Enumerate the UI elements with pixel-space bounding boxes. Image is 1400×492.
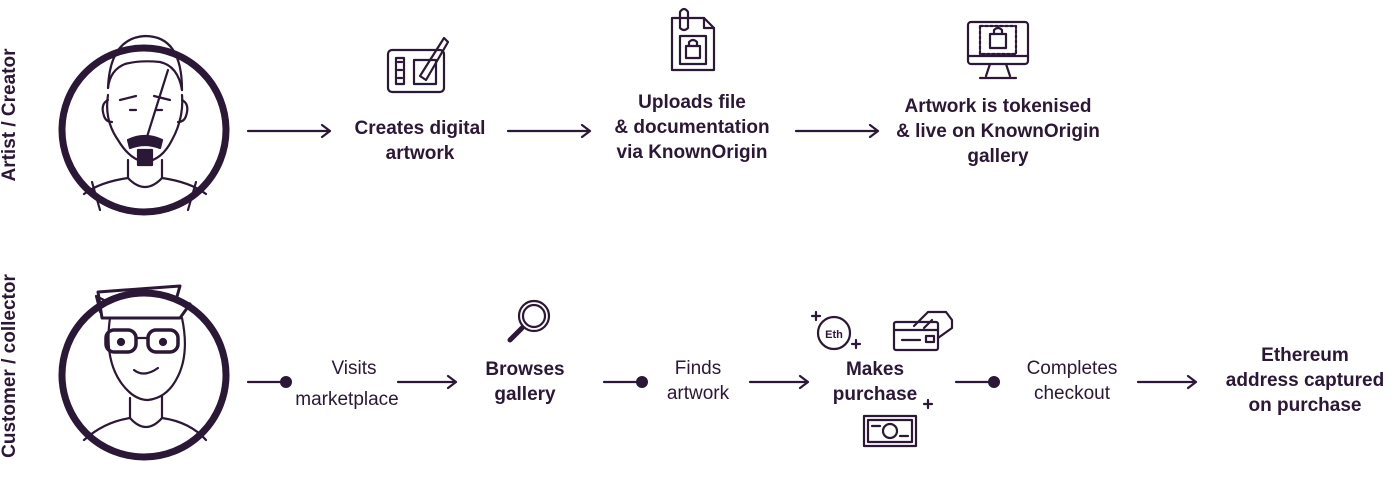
step-uploads-line2: & documentation — [614, 117, 770, 138]
card-hand-icon — [892, 310, 954, 352]
arrow-3 — [794, 123, 880, 139]
eth-coin-icon — [810, 310, 862, 351]
step-visits-marketplace: Visits marketplace — [282, 356, 412, 412]
step-finds-line2: artwork — [666, 383, 730, 404]
step-browses-gallery: Browses gallery — [470, 357, 580, 407]
step-uploads-line1: Uploads file — [638, 92, 746, 113]
dot-visits — [280, 376, 292, 388]
step-token-line2: & live on KnownOrigin — [896, 121, 1100, 142]
arrow-1 — [246, 123, 332, 139]
step-checkout-line2: checkout — [1033, 383, 1111, 404]
step-uploads-file: Uploads file & documentation via KnownOr… — [592, 90, 792, 165]
arrow-checkout-ethereum — [1136, 374, 1198, 390]
step-finds-artwork: Finds artwork — [648, 356, 748, 406]
arrow-2 — [506, 123, 592, 139]
step-token-line3: gallery — [967, 146, 1029, 167]
step-token-line1: Artwork is tokenised — [904, 96, 1092, 117]
arrow-finds-purchase — [748, 374, 810, 390]
eth-coin-label: Eth — [825, 329, 843, 341]
step-visits-line1: Visits — [331, 358, 377, 379]
step-ethereum-address: Ethereum address captured on purchase — [1212, 343, 1398, 418]
step-creates-artwork: Creates digital artwork — [330, 116, 510, 166]
banknote-icon — [862, 398, 934, 448]
step-creates-line2: artwork — [385, 143, 455, 164]
step-browses-line2: gallery — [494, 384, 556, 405]
step-creates-line1: Creates digital — [354, 118, 486, 139]
step-visits-line2: marketplace — [295, 389, 399, 410]
collector-avatar-icon — [58, 284, 230, 461]
magnifier-icon — [507, 299, 551, 343]
dot-checkout — [988, 376, 1000, 388]
step-ethereum-line1: Ethereum — [1261, 345, 1349, 366]
artist-avatar-icon — [58, 34, 230, 216]
step-artwork-tokenised: Artwork is tokenised & live on KnownOrig… — [878, 94, 1118, 169]
step-browses-line1: Browses — [485, 359, 565, 380]
drawing-tablet-icon — [386, 36, 450, 94]
step-purchase-line1: Makes — [845, 359, 905, 380]
step-makes-purchase: Makes purchase — [820, 357, 930, 407]
step-finds-line1: Finds — [674, 358, 722, 379]
step-ethereum-line3: on purchase — [1248, 395, 1362, 416]
step-uploads-line3: via KnownOrigin — [616, 142, 768, 163]
monitor-stamp-icon — [966, 20, 1030, 80]
step-completes-checkout: Completes checkout — [1010, 356, 1134, 406]
step-checkout-line1: Completes — [1026, 358, 1118, 379]
document-lock-icon — [670, 7, 716, 72]
step-ethereum-line2: address captured — [1225, 370, 1385, 391]
step-purchase-line2: purchase — [832, 384, 918, 405]
arrow-visits-browses — [396, 374, 458, 390]
dot-finds — [636, 376, 648, 388]
